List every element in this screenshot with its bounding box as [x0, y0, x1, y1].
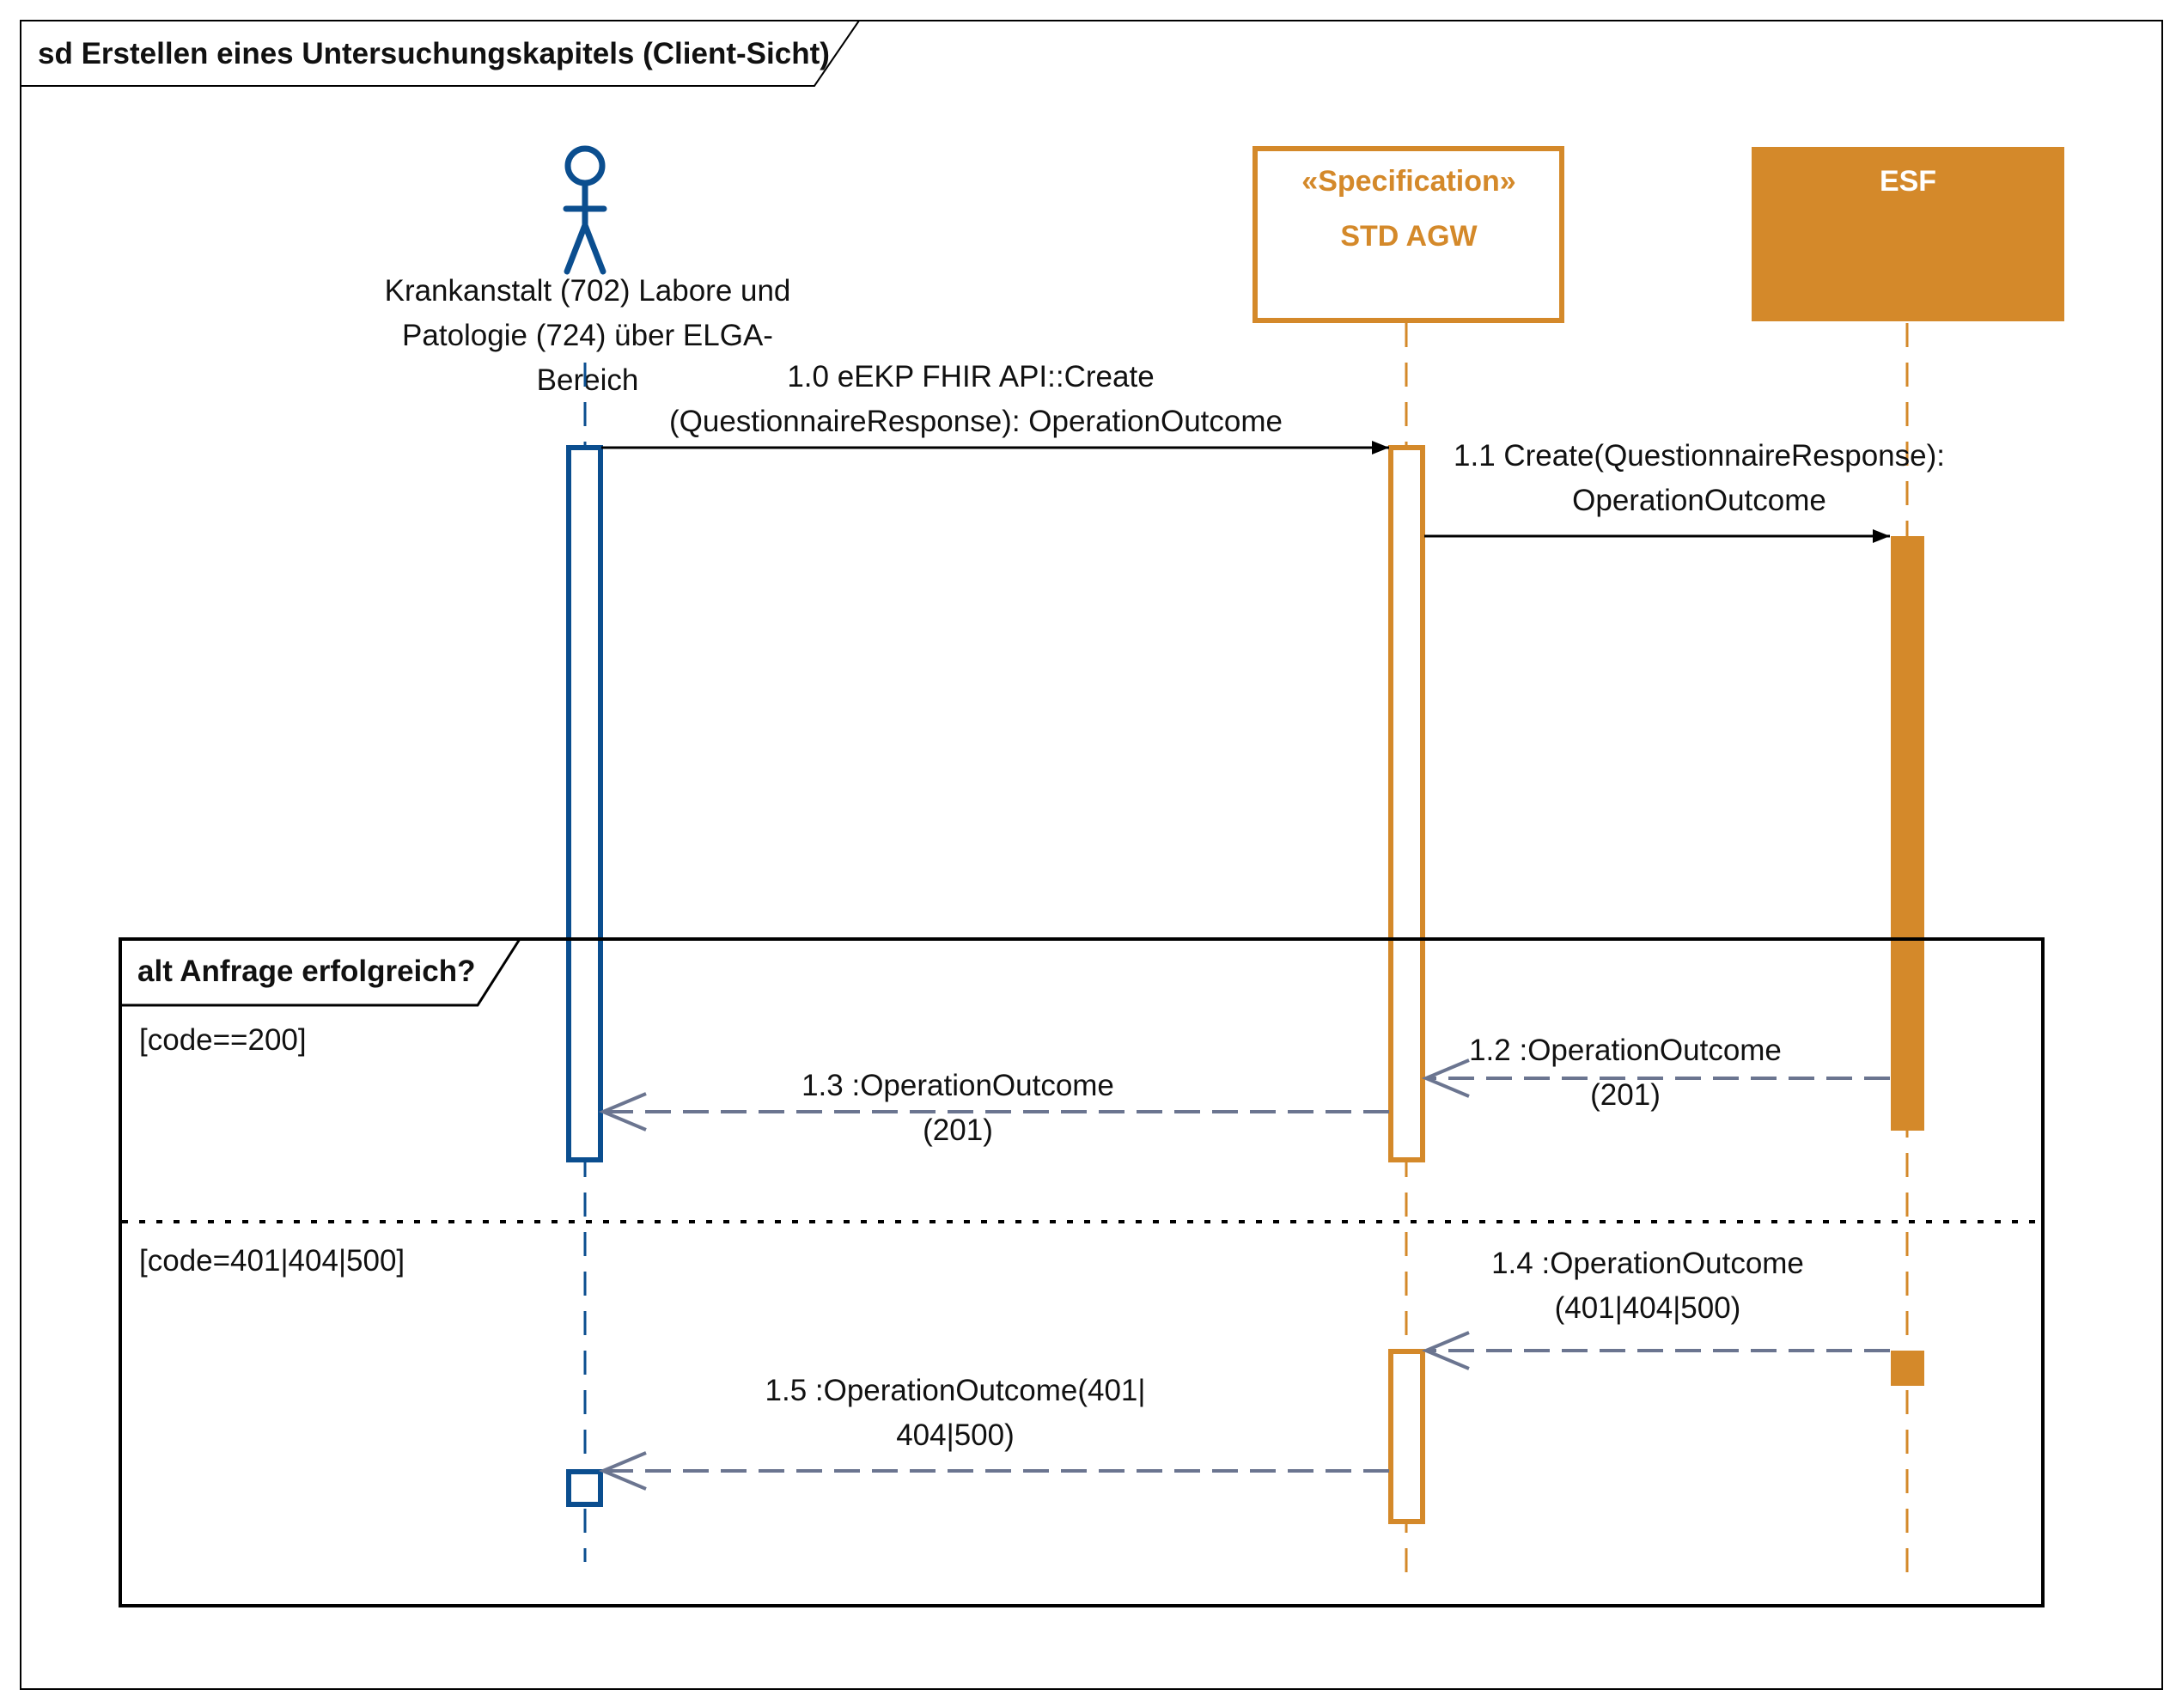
message-1-0-label-line-1: 1.0 eEKP FHIR API::Create	[787, 360, 1154, 393]
activation-esf-2	[1891, 1351, 1924, 1386]
message-1-3-label-line-1: 1.3 :OperationOutcome	[801, 1069, 1114, 1102]
message-1-4[interactable]: 1.4 :OperationOutcome (401|404|500)	[1421, 1247, 1890, 1370]
message-1-0[interactable]: 1.0 eEKP FHIR API::Create (Questionnaire…	[601, 360, 1389, 454]
message-1-5-label-line-2: 404|500)	[896, 1418, 1015, 1452]
message-1-5-label-line-1: 1.5 :OperationOutcome(401|	[765, 1374, 1146, 1407]
alt-guard-2: [code=401|404|500]	[139, 1244, 405, 1278]
message-1-0-label-line-2: (QuestionnaireResponse): OperationOutcom…	[669, 405, 1283, 438]
actor-leg-left	[564, 222, 588, 275]
actor-client	[563, 145, 607, 275]
message-1-1-label-line-2: OperationOutcome	[1572, 484, 1826, 517]
std-agw-stereotype: «Specification»	[1301, 165, 1515, 198]
message-1-1[interactable]: 1.1 Create(QuestionnaireResponse): Opera…	[1424, 439, 1945, 543]
actor-label-line-3: Bereich	[537, 363, 639, 397]
activation-std-agw-1	[1388, 445, 1425, 1162]
alt-fragment-tab	[120, 938, 521, 1007]
message-1-2-label-line-1: 1.2 :OperationOutcome	[1469, 1034, 1782, 1067]
esf-label: ESF	[1880, 165, 1936, 198]
actor-head-icon	[564, 145, 606, 186]
activation-client-1	[566, 445, 603, 1162]
diagram-title: sd Erstellen eines Untersuchungskapitels…	[38, 37, 830, 70]
alt-operator-label: alt Anfrage erfolgreich?	[137, 955, 476, 988]
participant-esf[interactable]	[1752, 147, 2064, 321]
activation-esf-1	[1891, 536, 1924, 1131]
actor-label-line-1: Krankanstalt (702) Labore und	[385, 274, 791, 308]
alt-guard-1: [code==200]	[139, 1023, 307, 1057]
actor-leg-right	[582, 222, 606, 275]
alt-fragment	[119, 937, 2045, 1607]
message-1-2-label-line-2: (201)	[1590, 1078, 1661, 1112]
message-1-3[interactable]: 1.3 :OperationOutcome (201)	[598, 1069, 1389, 1147]
message-1-4-label-line-1: 1.4 :OperationOutcome	[1491, 1247, 1804, 1280]
activation-client-2	[566, 1469, 603, 1507]
message-1-3-label-line-2: (201)	[923, 1113, 993, 1147]
message-1-2[interactable]: 1.2 :OperationOutcome (201)	[1421, 1034, 1890, 1112]
diagram-frame	[20, 20, 2163, 1690]
diagram-title-tab	[21, 20, 860, 87]
message-1-5[interactable]: 1.5 :OperationOutcome(401| 404|500)	[598, 1374, 1389, 1491]
std-agw-label: STD AGW	[1340, 220, 1478, 253]
activation-std-agw-2	[1388, 1349, 1425, 1524]
actor-label-line-2: Patologie (724) über ELGA-	[402, 319, 773, 352]
participant-std-agw[interactable]	[1253, 146, 1564, 323]
message-1-4-label-line-2: (401|404|500)	[1555, 1291, 1741, 1325]
message-1-1-label-line-1: 1.1 Create(QuestionnaireResponse):	[1454, 439, 1945, 473]
